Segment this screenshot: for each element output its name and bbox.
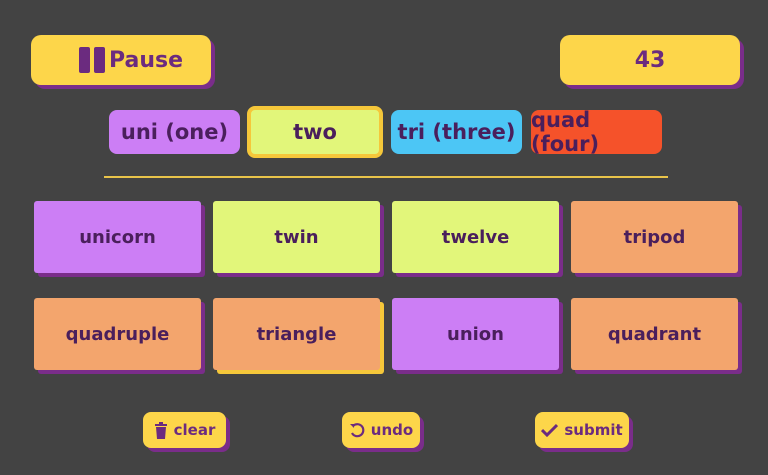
submit-button[interactable]: submit: [535, 412, 629, 448]
card-word: twelve: [441, 226, 510, 248]
category-quad[interactable]: quad (four): [531, 108, 662, 156]
category-label: quad (four): [531, 108, 600, 156]
card-word: union: [447, 323, 504, 345]
card-word: tripod: [623, 226, 686, 248]
category-label: tri (three): [397, 120, 516, 144]
word-card-quadrant[interactable]: quadrant: [571, 298, 738, 370]
word-card-tripod[interactable]: tripod: [571, 201, 738, 273]
word-card-triangle[interactable]: triangle: [213, 298, 380, 370]
clear-button[interactable]: clear: [143, 412, 226, 448]
submit-label: submit: [564, 421, 623, 439]
card-word: twin: [274, 226, 319, 248]
word-card-twelve[interactable]: twelve: [392, 201, 559, 273]
trash-icon: [154, 421, 168, 439]
undo-button[interactable]: undo: [342, 412, 420, 448]
divider: [104, 176, 668, 178]
card-word: triangle: [256, 323, 337, 345]
word-card-unicorn[interactable]: unicorn: [34, 201, 201, 273]
category-tri[interactable]: tri (three): [391, 110, 522, 154]
score-display: 43: [560, 35, 740, 85]
pause-button[interactable]: Pause: [31, 35, 211, 85]
word-card-quadruple[interactable]: quadruple: [34, 298, 201, 370]
undo-icon: [349, 422, 365, 438]
clear-label: clear: [173, 421, 216, 439]
category-label: uni (one): [120, 120, 229, 144]
word-card-twin[interactable]: twin: [213, 201, 380, 273]
card-word: quadruple: [65, 323, 170, 345]
category-two[interactable]: two: [247, 106, 383, 158]
score-value: 43: [634, 47, 666, 73]
word-card-union[interactable]: union: [392, 298, 559, 370]
pause-icon: [79, 47, 105, 73]
check-icon: [541, 423, 559, 437]
card-word: quadrant: [607, 323, 702, 345]
pause-label: Pause: [109, 47, 184, 73]
undo-label: undo: [370, 421, 414, 439]
category-label: two: [293, 120, 337, 144]
category-uni[interactable]: uni (one): [109, 110, 240, 154]
card-word: unicorn: [79, 226, 156, 248]
